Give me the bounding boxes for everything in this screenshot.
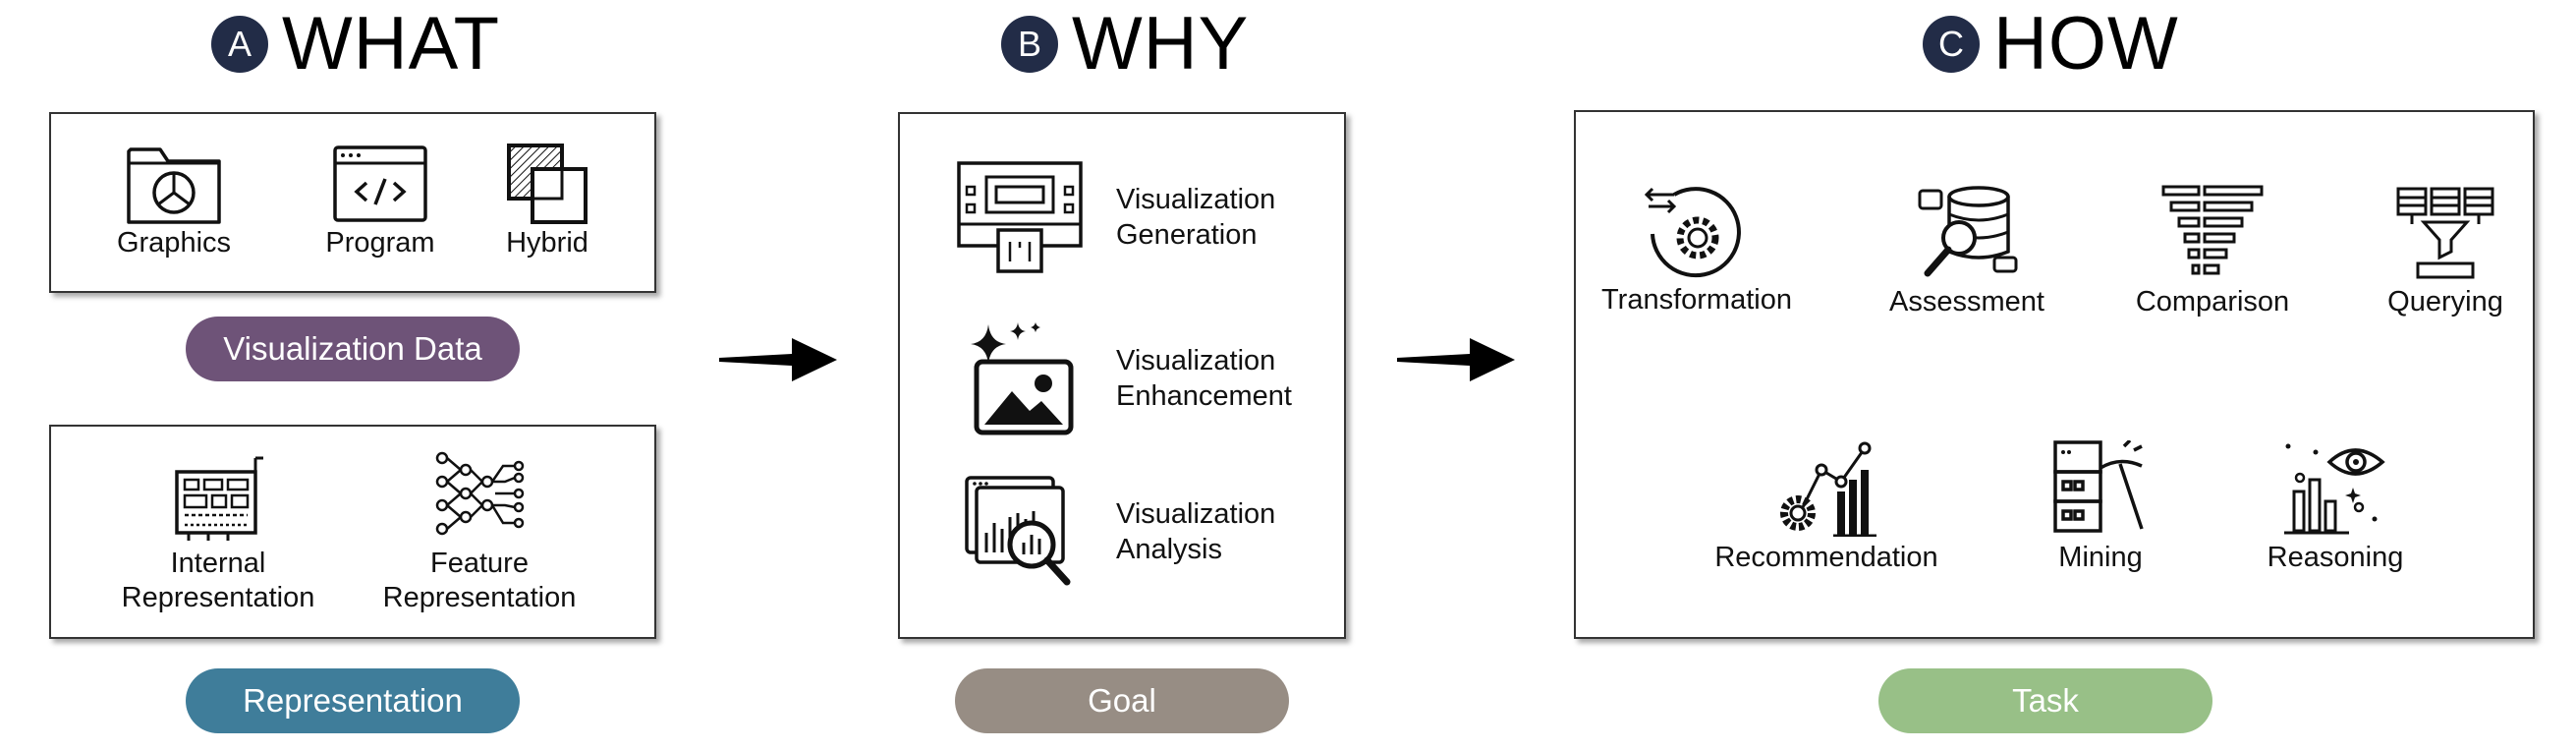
querying-label: Querying: [2387, 286, 2503, 318]
hybrid-item: Hybrid: [483, 142, 611, 260]
querying-item: Querying: [2362, 185, 2529, 319]
transformation-item: Transformation: [1584, 185, 1810, 318]
visualization-data-panel: Graphics Program Hybrid: [49, 112, 656, 293]
visualization-generation-label-line2: Generation: [1116, 219, 1258, 251]
mining-label: Mining: [2058, 542, 2143, 573]
visualization-generation-label-line1: Visualization: [1116, 184, 1276, 215]
hybrid-label: Hybrid: [506, 227, 588, 259]
transformation-label: Transformation: [1601, 284, 1792, 316]
circuit-board-icon: [175, 456, 263, 541]
header-what: A WHAT: [211, 5, 500, 84]
visualization-generation-item: Visualization Generation: [955, 159, 1275, 275]
printer-machine-icon: [957, 161, 1083, 273]
section-title-what: WHAT: [282, 2, 501, 86]
visualization-enhancement-item: Visualization Enhancement: [965, 320, 1292, 436]
internal-representation-label-line2: Representation: [121, 582, 315, 613]
program-label: Program: [325, 227, 435, 259]
task-panel: Transformation Assessment Comparison: [1574, 110, 2535, 639]
table-filter-icon: [2396, 187, 2494, 279]
mining-item: Mining: [2022, 440, 2179, 575]
header-how: C HOW: [1923, 5, 2179, 84]
internal-representation-item: Internal Representation: [110, 452, 326, 615]
visualization-data-pill: Visualization Data: [186, 317, 520, 381]
graphics-label: Graphics: [116, 227, 232, 259]
neural-network-icon: [435, 451, 525, 536]
assessment-item: Assessment: [1869, 185, 2065, 319]
arrow-right-icon: [1397, 338, 1515, 381]
funnel-bars-icon: [2161, 185, 2264, 275]
internal-representation-label-line1: Internal: [170, 548, 266, 579]
comparison-item: Comparison: [2114, 185, 2311, 319]
header-why: B WHY: [1001, 5, 1249, 84]
feature-representation-item: Feature Representation: [371, 446, 588, 615]
goal-panel: Visualization Generation Visualization E…: [898, 112, 1346, 639]
program-item: Program: [297, 142, 464, 260]
visualization-enhancement-label-line1: Visualization: [1116, 345, 1276, 376]
database-search-icon: [1918, 186, 2018, 277]
arrow-right-icon: [719, 338, 837, 381]
chart-magnifier-icon: [965, 476, 1071, 586]
goal-pill: Goal: [955, 668, 1289, 733]
eye-chart-icon: [2284, 443, 2385, 535]
representation-panel: Internal Representation Feature Represen…: [49, 425, 656, 639]
comparison-label: Comparison: [2135, 286, 2290, 318]
reasoning-label: Reasoning: [2267, 542, 2404, 573]
overlapping-squares-icon: [507, 144, 588, 224]
graphics-item: Graphics: [90, 142, 257, 260]
recommendation-item: Recommendation: [1704, 440, 1949, 575]
code-window-icon: [333, 145, 427, 222]
visualization-analysis-label-line1: Visualization: [1116, 498, 1276, 530]
server-pickaxe-icon: [2053, 440, 2144, 533]
sparkle-image-icon: [971, 322, 1074, 435]
section-title-how: HOW: [1993, 2, 2179, 86]
feature-representation-label-line2: Representation: [382, 582, 577, 613]
reasoning-item: Reasoning: [2252, 440, 2419, 575]
section-badge-a: A: [211, 16, 268, 73]
folder-pie-chart-icon: [127, 147, 221, 224]
section-badge-c: C: [1923, 16, 1980, 73]
gear-chart-icon: [1780, 441, 1876, 537]
recommendation-label: Recommendation: [1714, 542, 1938, 573]
representation-pill: Representation: [186, 668, 520, 733]
feature-representation-label-line1: Feature: [430, 548, 529, 579]
visualization-analysis-item: Visualization Analysis: [963, 474, 1275, 590]
gear-cycle-icon: [1645, 187, 1741, 278]
task-pill: Task: [1878, 668, 2212, 733]
visualization-analysis-label-line2: Analysis: [1116, 534, 1222, 565]
section-title-why: WHY: [1072, 2, 1250, 86]
assessment-label: Assessment: [1889, 286, 2044, 318]
section-badge-b: B: [1001, 16, 1058, 73]
visualization-enhancement-label-line2: Enhancement: [1116, 380, 1292, 412]
